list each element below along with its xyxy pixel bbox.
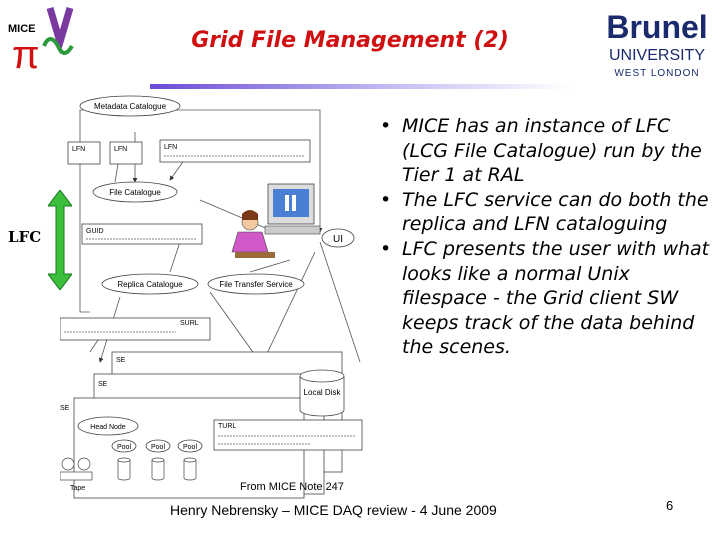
pool-label-1: Pool bbox=[117, 444, 131, 451]
se-label-1: SE bbox=[116, 357, 126, 364]
guid-box-label: GUID bbox=[86, 228, 104, 235]
ui-label: UI bbox=[333, 234, 343, 245]
turl-box-label: TURL bbox=[218, 423, 236, 430]
lfn-box-1-label: LFN bbox=[72, 146, 85, 153]
local-disk-icon bbox=[299, 369, 345, 417]
se-label-3: SE bbox=[60, 405, 70, 412]
mice-logo-text: MICE bbox=[8, 23, 36, 35]
double-arrow-icon bbox=[48, 190, 72, 290]
surl-box-label: SURL bbox=[180, 320, 199, 327]
slide-title: Grid File Management (2) bbox=[191, 28, 509, 53]
replica-catalogue-label: Replica Catalogue bbox=[117, 280, 183, 289]
disk-array-icon bbox=[117, 457, 197, 481]
lfn-box-3-label: LFN bbox=[164, 144, 177, 151]
local-disk-label: Local Disk bbox=[304, 388, 342, 397]
file-transfer-service-label: File Transfer Service bbox=[219, 280, 293, 289]
bullet-item: LFC presents the user with what looks li… bbox=[378, 237, 718, 360]
brunel-logo-location: WEST LONDON bbox=[614, 68, 699, 79]
lfc-label: LFC bbox=[8, 228, 42, 246]
user-computer-icon bbox=[231, 183, 321, 258]
bullet-list: MICE has an instance of LFC (LCG File Ca… bbox=[378, 114, 718, 360]
mice-logo-symbol: π bbox=[12, 33, 40, 76]
brunel-logo-name: Brunel bbox=[606, 9, 707, 45]
head-node-label: Head Node bbox=[90, 424, 126, 431]
se-label-2: SE bbox=[98, 381, 108, 388]
page-number: 6 bbox=[666, 498, 674, 513]
brunel-logo-university: UNIVERSITY bbox=[609, 47, 705, 64]
file-catalogue-label: File Catalogue bbox=[109, 188, 161, 197]
grid-architecture-diagram: Metadata Catalogue LFN LFN LFN File Cata… bbox=[60, 95, 363, 499]
slide-footer: Henry Nebrensky – MICE DAQ review - 4 Ju… bbox=[170, 502, 497, 518]
mice-logo: MICE π bbox=[5, 3, 77, 76]
bullet-item: MICE has an instance of LFC (LCG File Ca… bbox=[378, 114, 718, 188]
diagram-caption: From MICE Note 247 bbox=[240, 481, 344, 493]
title-divider bbox=[150, 84, 570, 89]
tape-icon bbox=[60, 457, 93, 481]
bullet-item: The LFC service can do both the replica … bbox=[378, 188, 718, 237]
brunel-university-logo: Brunel UNIVERSITY WEST LONDON bbox=[606, 9, 707, 79]
pool-label-3: Pool bbox=[183, 444, 197, 451]
pool-label-2: Pool bbox=[151, 444, 165, 451]
lfn-box-2-label: LFN bbox=[114, 146, 127, 153]
tape-label: Tape bbox=[70, 485, 85, 492]
metadata-catalogue-label: Metadata Catalogue bbox=[94, 102, 167, 111]
